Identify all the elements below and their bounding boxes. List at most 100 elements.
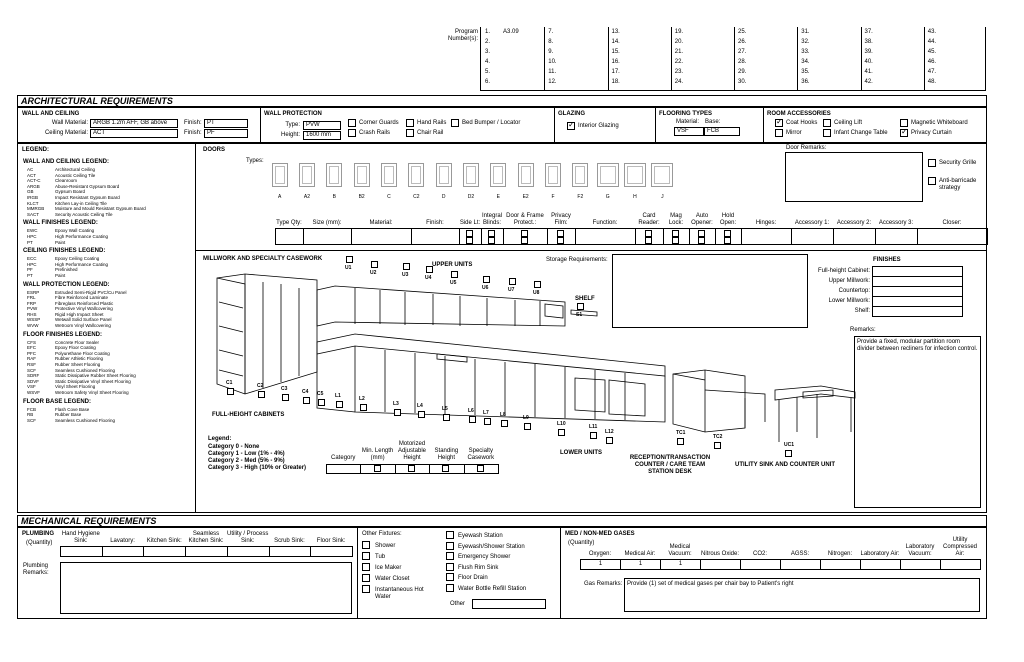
millwork-unit-checkbox[interactable] xyxy=(534,281,541,288)
plumbing-qty-cell[interactable] xyxy=(60,546,103,557)
mw-table-checkbox[interactable] xyxy=(442,465,450,472)
gas-qty-cell[interactable] xyxy=(740,559,781,570)
door-option-checkbox[interactable] xyxy=(672,230,679,237)
other-fixture-checkbox[interactable] xyxy=(446,552,454,560)
door-option-checkbox[interactable] xyxy=(724,237,731,244)
other-field[interactable] xyxy=(472,599,546,609)
privacy-curtain-checkbox[interactable] xyxy=(900,127,908,137)
gas-qty-cell[interactable] xyxy=(700,559,741,570)
millwork-unit-checkbox[interactable] xyxy=(282,394,289,401)
millwork-unit-checkbox[interactable] xyxy=(227,388,234,395)
millwork-unit-checkbox[interactable] xyxy=(451,271,458,278)
door-cell[interactable] xyxy=(351,228,412,245)
gas-qty-cell[interactable] xyxy=(820,559,861,570)
door-option-checkbox[interactable] xyxy=(466,230,473,237)
other-fixture-checkbox[interactable] xyxy=(446,562,454,571)
door-cell[interactable] xyxy=(303,228,352,245)
door-cell[interactable] xyxy=(875,228,918,245)
door-cell[interactable] xyxy=(833,228,876,245)
door-option-checkbox[interactable] xyxy=(724,230,731,237)
bed-bumper-checkbox[interactable] xyxy=(451,119,459,127)
gas-qty-cell[interactable] xyxy=(860,559,901,570)
door-option-checkbox[interactable] xyxy=(698,230,705,237)
gas-qty-cell[interactable] xyxy=(780,559,821,570)
other-fixture-checkbox[interactable] xyxy=(362,574,370,582)
other-fixture-checkbox[interactable] xyxy=(362,541,370,549)
millwork-unit-checkbox[interactable] xyxy=(606,437,613,444)
millwork-unit-checkbox[interactable] xyxy=(501,420,508,427)
ceiling-finish-field[interactable]: PF xyxy=(204,129,248,138)
millwork-unit-checkbox[interactable] xyxy=(371,261,378,268)
door-option-checkbox[interactable] xyxy=(521,237,528,244)
door-cell[interactable] xyxy=(575,228,636,245)
interior-glazing-checkbox[interactable] xyxy=(567,120,575,130)
magnetic-whiteboard-checkbox[interactable] xyxy=(900,119,908,127)
door-cell[interactable] xyxy=(275,228,304,245)
flooring-base-field[interactable]: FCB xyxy=(704,127,740,136)
gas-qty-cell[interactable]: 1 xyxy=(620,559,661,570)
plumbing-remarks-box[interactable] xyxy=(60,562,352,614)
door-option-checkbox[interactable] xyxy=(488,230,495,237)
millwork-unit-checkbox[interactable] xyxy=(524,423,531,430)
gas-qty-cell[interactable] xyxy=(940,559,981,570)
millwork-unit-checkbox[interactable] xyxy=(403,263,410,270)
plumbing-qty-cell[interactable] xyxy=(185,546,228,557)
gas-qty-cell[interactable]: 1 xyxy=(580,559,621,570)
other-fixture-checkbox[interactable] xyxy=(446,583,454,592)
millwork-unit-checkbox[interactable] xyxy=(558,429,565,436)
door-cell[interactable] xyxy=(741,228,792,245)
door-option-checkbox[interactable] xyxy=(698,237,705,244)
door-option-checkbox[interactable] xyxy=(466,237,473,244)
other-fixture-checkbox[interactable] xyxy=(362,552,370,560)
millwork-unit-checkbox[interactable] xyxy=(258,391,265,398)
door-option-checkbox[interactable] xyxy=(557,237,564,244)
flooring-material-field[interactable]: VSF xyxy=(674,127,704,136)
millwork-unit-checkbox[interactable] xyxy=(394,409,401,416)
millwork-unit-checkbox[interactable] xyxy=(590,432,597,439)
other-fixture-checkbox[interactable] xyxy=(446,531,454,539)
crash-rails-checkbox[interactable] xyxy=(348,129,356,137)
hand-rails-checkbox[interactable] xyxy=(406,119,414,127)
plumbing-qty-cell[interactable] xyxy=(143,546,187,557)
door-option-checkbox[interactable] xyxy=(645,230,652,237)
millwork-unit-checkbox[interactable] xyxy=(318,399,325,406)
mw-table-checkbox[interactable] xyxy=(373,465,381,472)
storage-requirements-box[interactable] xyxy=(612,254,808,328)
corner-guards-checkbox[interactable] xyxy=(348,119,356,127)
chair-rail-checkbox[interactable] xyxy=(406,129,414,137)
security-grille-checkbox[interactable] xyxy=(928,159,936,167)
mw-table-cell[interactable] xyxy=(326,464,362,474)
millwork-unit-checkbox[interactable] xyxy=(509,278,516,285)
door-cell[interactable] xyxy=(917,228,988,245)
door-cell[interactable] xyxy=(411,228,460,245)
plumbing-qty-cell[interactable] xyxy=(310,546,353,557)
wp-height-field[interactable]: 1600 mm xyxy=(303,131,341,140)
wall-finish-field[interactable]: PT xyxy=(204,119,248,128)
wp-type-field[interactable]: PVW xyxy=(303,121,341,130)
other-fixture-checkbox[interactable] xyxy=(362,563,370,571)
coat-hooks-checkbox[interactable] xyxy=(775,117,783,127)
plumbing-qty-cell[interactable] xyxy=(226,546,270,557)
millwork-unit-checkbox[interactable] xyxy=(303,397,310,404)
anti-barricade-checkbox[interactable] xyxy=(928,177,936,185)
millwork-unit-checkbox[interactable] xyxy=(336,401,343,408)
millwork-unit-checkbox[interactable] xyxy=(469,416,476,423)
millwork-unit-checkbox[interactable] xyxy=(426,266,433,273)
gas-qty-cell[interactable] xyxy=(900,559,941,570)
mw-table-checkbox[interactable] xyxy=(408,465,415,472)
door-option-checkbox[interactable] xyxy=(488,237,495,244)
finish-row-field[interactable] xyxy=(872,306,963,317)
program-number-value[interactable]: A3.09 xyxy=(503,29,519,35)
millwork-unit-checkbox[interactable] xyxy=(785,450,792,457)
millwork-unit-checkbox[interactable] xyxy=(443,414,450,421)
ceiling-material-field[interactable]: ACT xyxy=(90,129,178,138)
mw-table-checkbox[interactable] xyxy=(476,465,484,472)
remarks-box[interactable]: Provide a fixed, modular partition room … xyxy=(854,336,981,508)
gas-remarks-box[interactable]: Provide (1) set of medical gases per cha… xyxy=(624,578,980,612)
door-option-checkbox[interactable] xyxy=(645,237,652,244)
door-remarks-box[interactable] xyxy=(785,152,923,202)
plumbing-qty-cell[interactable] xyxy=(101,546,145,557)
millwork-unit-checkbox[interactable] xyxy=(483,276,490,283)
gas-qty-cell[interactable]: 1 xyxy=(660,559,701,570)
door-option-checkbox[interactable] xyxy=(521,230,528,237)
